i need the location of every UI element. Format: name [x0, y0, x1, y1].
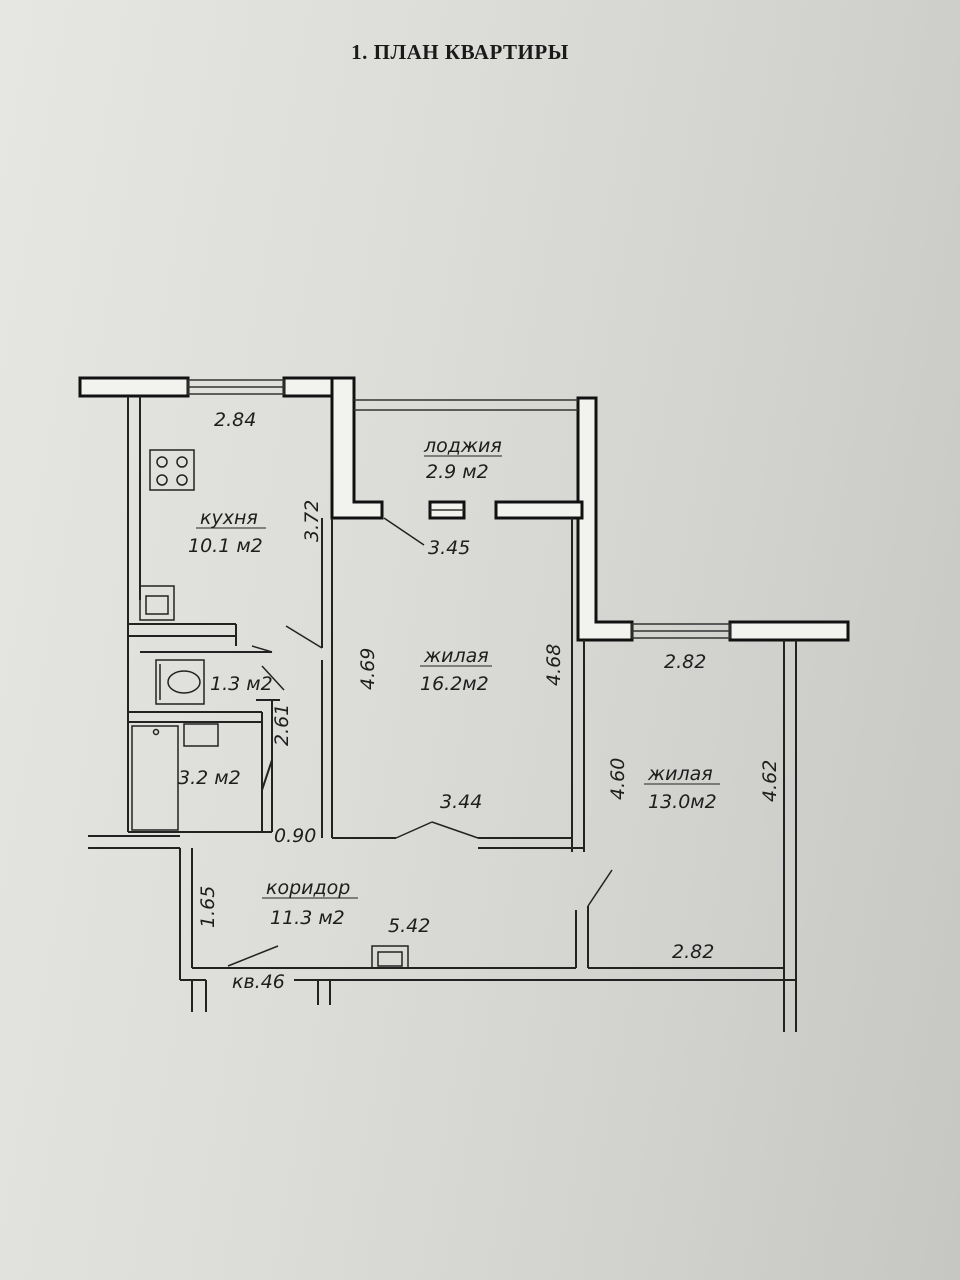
toilet-icon	[155, 659, 205, 705]
dim-kitchen-length: 3.72	[301, 500, 323, 542]
dim-living2-top: 2.82	[664, 651, 706, 673]
dim-corridor-length: 5.42	[388, 915, 430, 937]
room-labels: кухня 10.1 м2 лоджия 2.9 м2 жилая 16.2м2…	[178, 435, 720, 929]
loggia-name: лоджия	[423, 435, 502, 457]
stove-icon	[149, 449, 195, 491]
living2-area: 13.0м2	[648, 791, 717, 813]
corridor-area: 11.3 м2	[270, 907, 345, 929]
page-title: 1. ПЛАН КВАРТИРЫ	[351, 40, 569, 64]
exterior-walls	[78, 376, 850, 642]
living1-area: 16.2м2	[420, 673, 489, 695]
doors	[227, 517, 613, 967]
living1-name: жилая	[423, 645, 489, 667]
loggia-area: 2.9 м2	[426, 461, 489, 483]
bathtub-icon	[131, 725, 179, 831]
washbasin-icon	[183, 723, 219, 747]
loggia-wall-right	[576, 396, 634, 642]
kitchen-name: кухня	[200, 507, 258, 529]
apartment-label: кв.46	[232, 971, 285, 993]
sink-icon	[139, 585, 175, 621]
windows	[187, 379, 731, 639]
loggia-wall	[330, 376, 384, 520]
dim-bath-side: 2.61	[271, 704, 293, 746]
bathroom-area: 3.2 м2	[178, 767, 241, 789]
dim-kitchen-width: 2.84	[214, 409, 256, 431]
kitchen-area: 10.1 м2	[188, 535, 263, 557]
living2-name: жилая	[647, 763, 713, 785]
dim-living1-left: 4.69	[357, 648, 379, 690]
dim-living2-bottom: 2.82	[672, 941, 714, 963]
dim-corridor-depth: 1.65	[197, 886, 219, 928]
interior-walls	[88, 396, 797, 1032]
dim-living1-bottom: 3.44	[440, 791, 482, 813]
shaft-icon	[371, 945, 409, 969]
dim-door-width: 0.90	[274, 825, 316, 847]
corridor-name: коридор	[266, 877, 350, 899]
dim-living1-right: 4.68	[543, 644, 565, 686]
dim-loggia-width: 3.45	[428, 537, 470, 559]
dim-living2-left: 4.60	[607, 758, 629, 800]
wc-area: 1.3 м2	[210, 673, 273, 695]
dimension-labels: 2.84 3.72 3.45 4.69 4.68 3.44 2.61 0.90 …	[197, 409, 781, 993]
dim-living2-right: 4.62	[759, 760, 781, 802]
